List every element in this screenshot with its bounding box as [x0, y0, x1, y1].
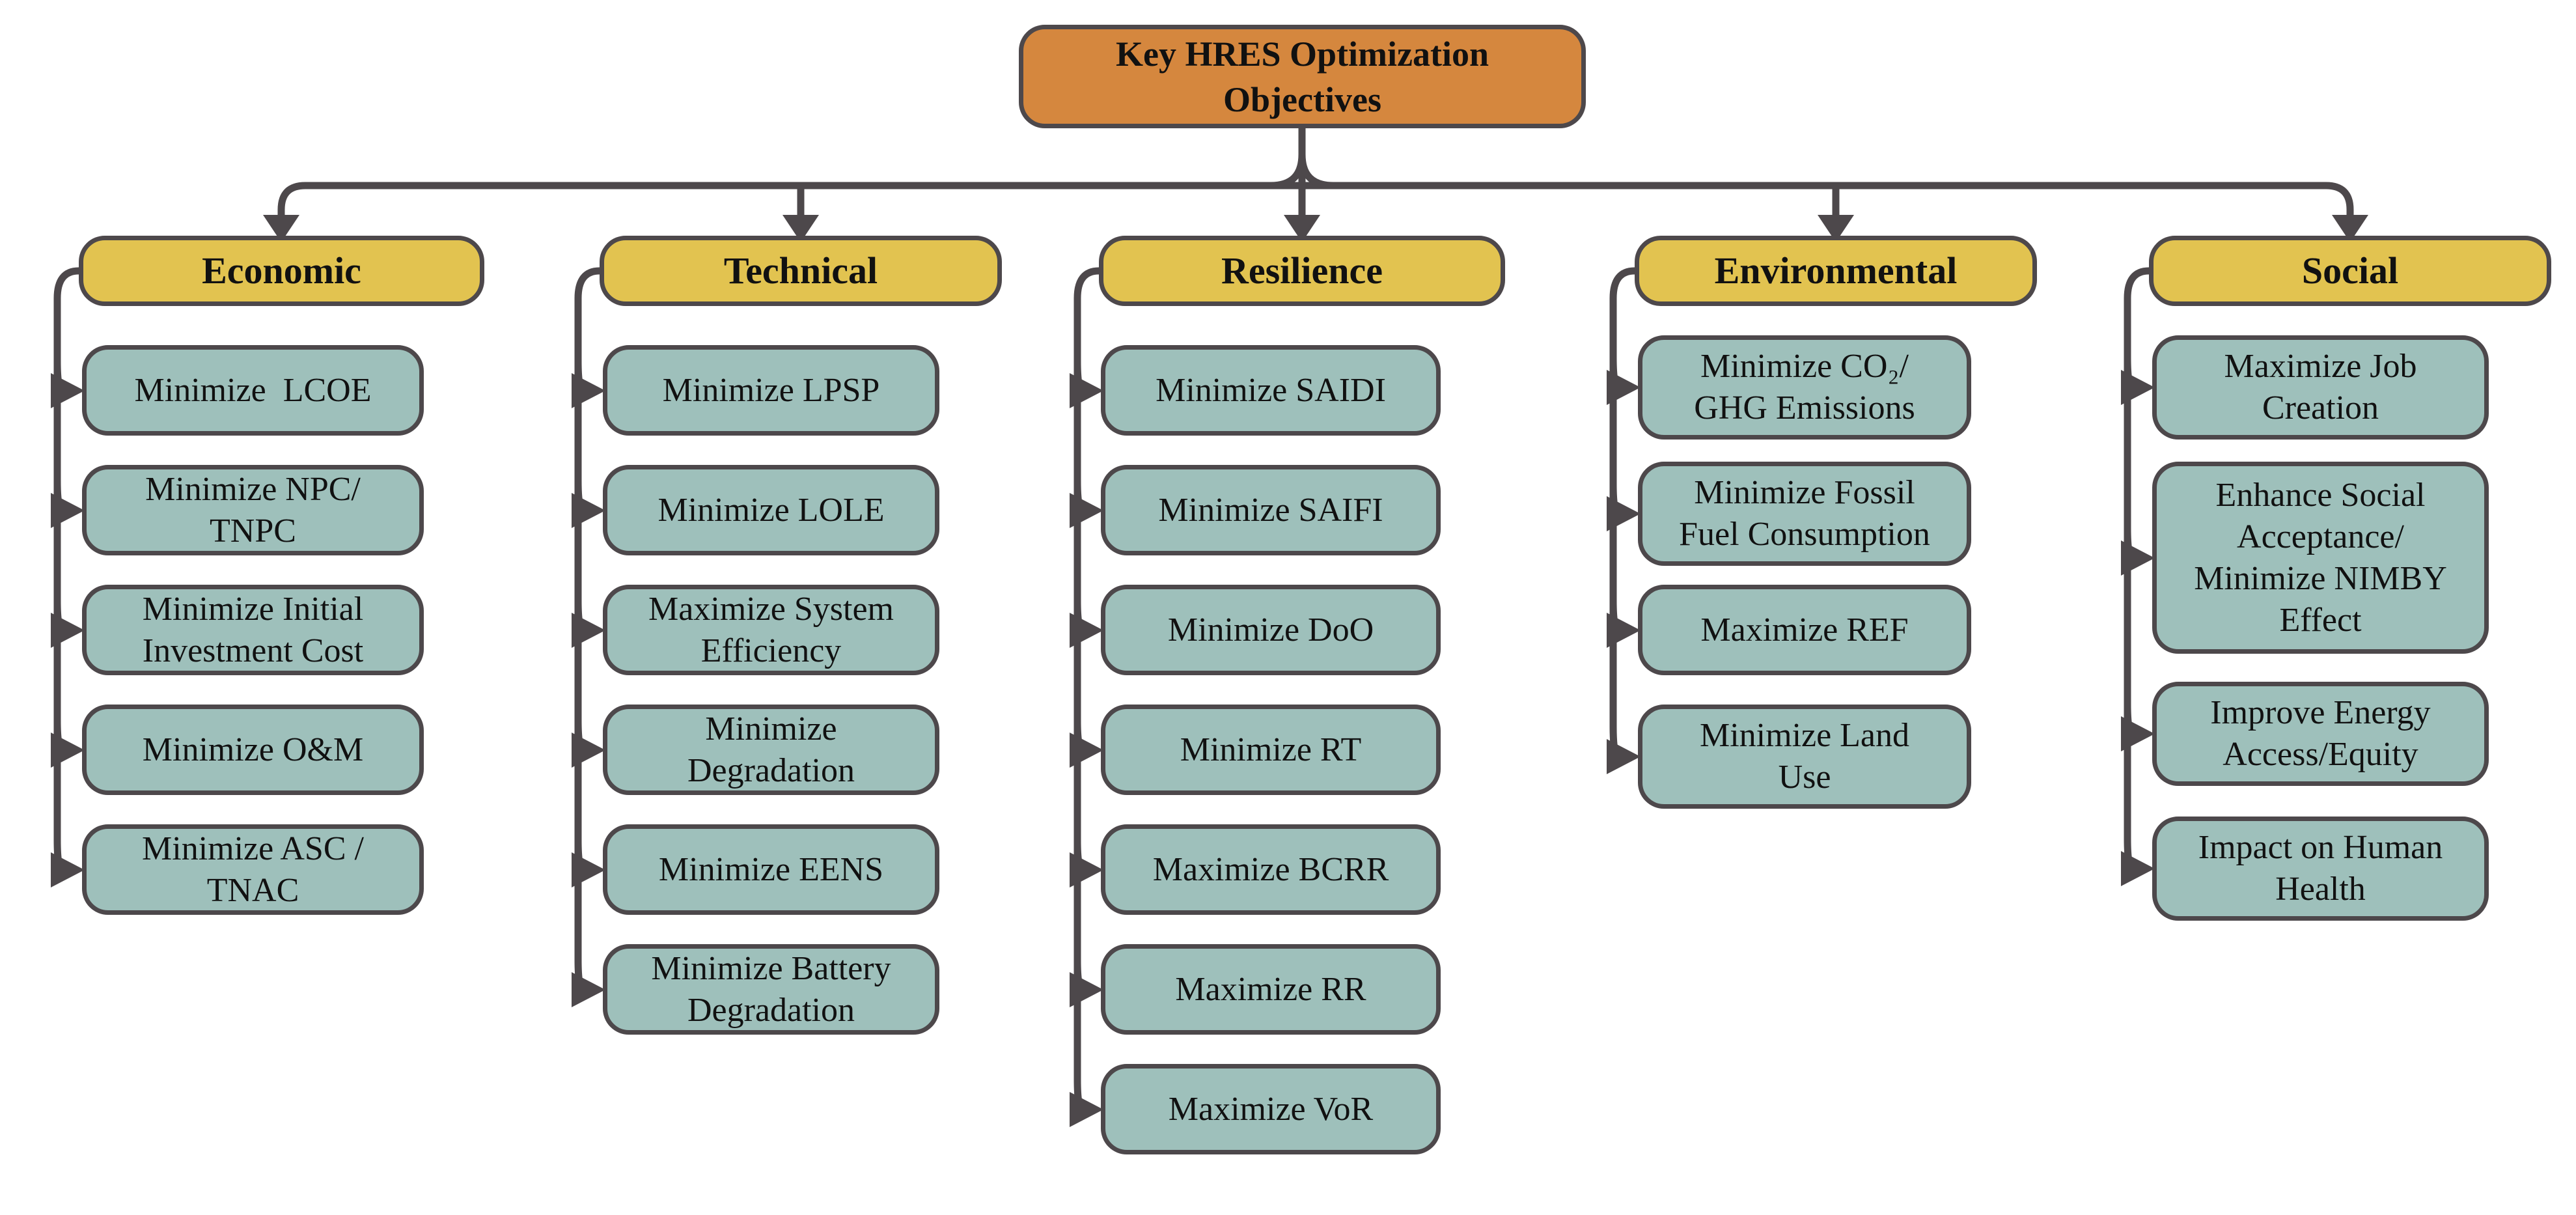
right-arrow-icon [1070, 613, 1103, 648]
objective-minimize-saidi: Minimize SAIDI [1101, 345, 1441, 436]
down-arrow-icon [1284, 215, 1320, 242]
right-arrow-icon [1070, 373, 1103, 408]
objective-impact-human-health: Impact on Human Health [2152, 817, 2489, 921]
down-arrow-icon [263, 215, 299, 242]
right-arrow-icon [51, 493, 85, 528]
objective-maximize-system-efficiency: Maximize System Efficiency [603, 585, 939, 675]
right-arrow-icon [1607, 739, 1641, 774]
economic-branch-connector [51, 267, 85, 887]
objective-minimize-npc-tnpc: Minimize NPC/ TNPC [82, 465, 424, 555]
right-arrow-icon [572, 373, 605, 408]
root-objectives-box: Key HRES Optimization Objectives [1019, 25, 1586, 128]
objective-minimize-saifi: Minimize SAIFI [1101, 465, 1441, 555]
objective-minimize-eens: Minimize EENS [603, 824, 939, 915]
right-arrow-icon [51, 733, 85, 768]
right-arrow-icon [51, 373, 85, 408]
right-arrow-icon [51, 852, 85, 887]
objective-minimize-lcoe: Minimize LCOE [82, 345, 424, 436]
right-arrow-icon [1070, 493, 1103, 528]
down-arrow-icon [1818, 215, 1854, 242]
right-arrow-icon [572, 972, 605, 1007]
right-arrow-icon [572, 852, 605, 887]
right-arrow-icon [1607, 613, 1641, 648]
right-arrow-icon [2121, 851, 2155, 886]
objective-maximize-rr: Maximize RR [1101, 944, 1441, 1035]
right-arrow-icon [1607, 370, 1641, 405]
objective-minimize-asc-tnac: Minimize ASC / TNAC [82, 824, 424, 915]
right-arrow-icon [1607, 496, 1641, 531]
trunk-connector [263, 128, 2368, 242]
right-arrow-icon [2121, 370, 2155, 405]
objective-minimize-rt: Minimize RT [1101, 705, 1441, 795]
right-arrow-icon [2121, 540, 2155, 576]
objective-minimize-doo: Minimize DoO [1101, 585, 1441, 675]
objective-minimize-initial-investment: Minimize Initial Investment Cost [82, 585, 424, 675]
right-arrow-icon [1070, 733, 1103, 768]
down-arrow-icon [2332, 215, 2368, 242]
objective-minimize-land-use: Minimize Land Use [1638, 705, 1971, 809]
right-arrow-icon [51, 613, 85, 648]
objective-minimize-battery-degradation: Minimize Battery Degradation [603, 944, 939, 1035]
category-economic: Economic [79, 236, 484, 306]
objective-maximize-bcrr: Maximize BCRR [1101, 824, 1441, 915]
objective-maximize-vor: Maximize VoR [1101, 1064, 1441, 1154]
category-social: Social [2149, 236, 2551, 306]
environmental-branch-connector [1607, 267, 1641, 774]
objective-minimize-lpsp: Minimize LPSP [603, 345, 939, 436]
right-arrow-icon [572, 493, 605, 528]
right-arrow-icon [2121, 716, 2155, 751]
right-arrow-icon [1070, 1092, 1103, 1127]
right-arrow-icon [572, 613, 605, 648]
right-arrow-icon [1070, 972, 1103, 1007]
social-branch-connector [2121, 267, 2155, 886]
objective-social-acceptance-nimby: Enhance Social Acceptance/ Minimize NIMB… [2152, 462, 2489, 654]
category-technical: Technical [600, 236, 1002, 306]
objective-minimize-co2-ghg: Minimize CO₂/ GHG Emissions [1638, 335, 1971, 440]
objective-minimize-lole: Minimize LOLE [603, 465, 939, 555]
objective-improve-energy-access: Improve Energy Access/Equity [2152, 682, 2489, 786]
objective-maximize-ref: Maximize REF [1638, 585, 1971, 675]
category-environmental: Environmental [1635, 236, 2037, 306]
objective-minimize-om: Minimize O&M [82, 705, 424, 795]
right-arrow-icon [572, 733, 605, 768]
right-arrow-icon [1070, 852, 1103, 887]
objective-maximize-job-creation: Maximize Job Creation [2152, 335, 2489, 440]
objective-minimize-fossil-fuel: Minimize Fossil Fuel Consumption [1638, 462, 1971, 566]
resilience-branch-connector [1070, 267, 1103, 1127]
down-arrow-icon [782, 215, 819, 242]
technical-branch-connector [572, 267, 605, 1007]
objective-minimize-degradation: Minimize Degradation [603, 705, 939, 795]
category-resilience: Resilience [1099, 236, 1505, 306]
